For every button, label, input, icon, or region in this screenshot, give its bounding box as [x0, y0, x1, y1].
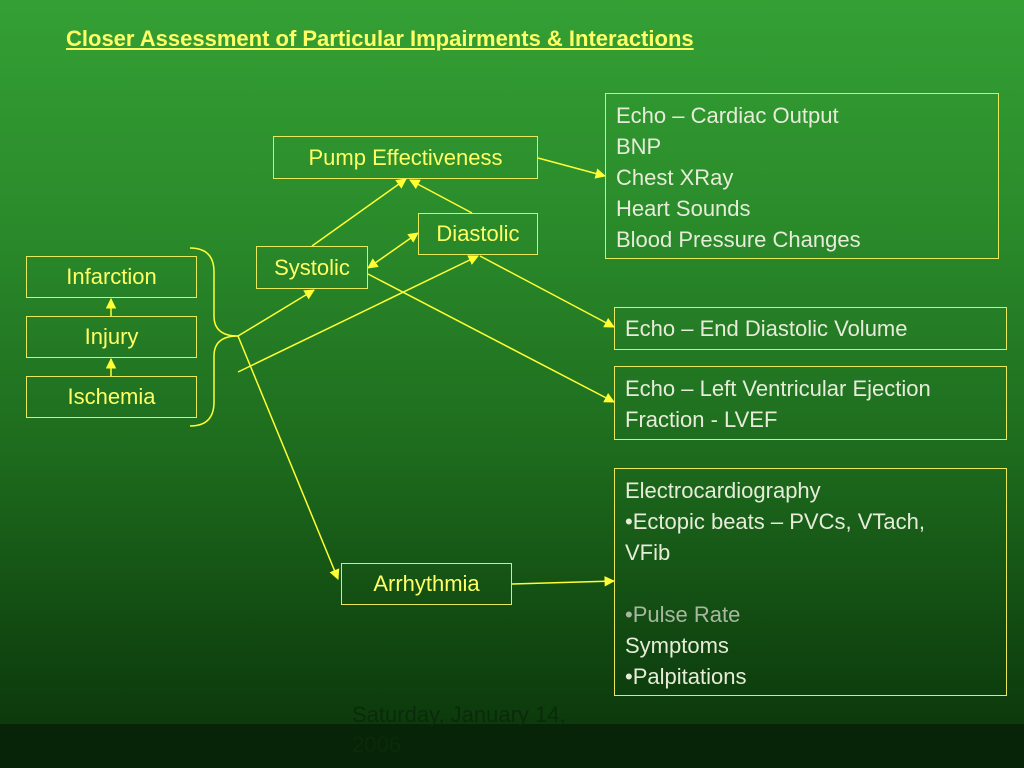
test-item: Fraction - LVEF	[625, 407, 778, 432]
arrow-bracket-to-systolic	[237, 289, 315, 337]
grouping-bracket	[189, 247, 239, 427]
test-item: •Palpitations	[625, 664, 747, 689]
arrow-systolic-to-pump	[311, 178, 407, 247]
node-systolic: Systolic	[256, 246, 368, 289]
arrow-bracket-to-diastolic	[237, 255, 479, 373]
test-item: •Ectopic beats – PVCs, VTach,	[625, 509, 925, 534]
node-diastolic: Diastolic	[418, 213, 538, 255]
test-item: Echo – End Diastolic Volume	[625, 316, 908, 341]
arrow-diastolic-to-pump	[409, 179, 473, 214]
arrow-bracket-to-arrhythmia	[237, 335, 340, 580]
test-heading: Electrocardiography	[625, 478, 821, 503]
test-item: Blood Pressure Changes	[616, 227, 861, 252]
test-item: •Pulse Rate	[625, 602, 741, 627]
node-injury: Injury	[26, 316, 197, 358]
spacer	[625, 568, 996, 599]
footer-date: Saturday, January 14, 2006	[352, 702, 566, 757]
node-ischemia: Ischemia	[26, 376, 197, 418]
arrow-pump-to-tests	[537, 157, 607, 179]
test-item: Chest XRay	[616, 165, 734, 190]
test-item: Heart Sounds	[616, 196, 751, 221]
test-item: VFib	[625, 540, 671, 565]
footer-band	[0, 724, 1024, 768]
test-item: Echo – Cardiac Output	[616, 103, 839, 128]
arrow-systolic-diastolic	[367, 232, 419, 269]
test-item: Symptoms	[625, 633, 729, 658]
node-pump-effectiveness: Pump Effectiveness	[273, 136, 538, 179]
arrhythmia-tests-box: Electrocardiography •Ectopic beats – PVC…	[614, 468, 1007, 696]
pump-tests-box: Echo – Cardiac Output BNP Chest XRay Hea…	[605, 93, 999, 259]
diastolic-test-box: Echo – End Diastolic Volume	[614, 307, 1007, 350]
test-item: Echo – Left Ventricular Ejection	[625, 376, 931, 401]
arrow-systolic-to-lvef	[367, 273, 615, 403]
arrow-arrhythmia-to-ecg	[511, 576, 616, 587]
systolic-test-box: Echo – Left Ventricular Ejection Fractio…	[614, 366, 1007, 440]
node-infarction: Infarction	[26, 256, 197, 298]
test-item: BNP	[616, 134, 662, 159]
node-arrhythmia: Arrhythmia	[341, 563, 512, 605]
arrow-diastolic-to-edv	[479, 255, 615, 328]
slide-title: Closer Assessment of Particular Impairme…	[66, 26, 694, 51]
